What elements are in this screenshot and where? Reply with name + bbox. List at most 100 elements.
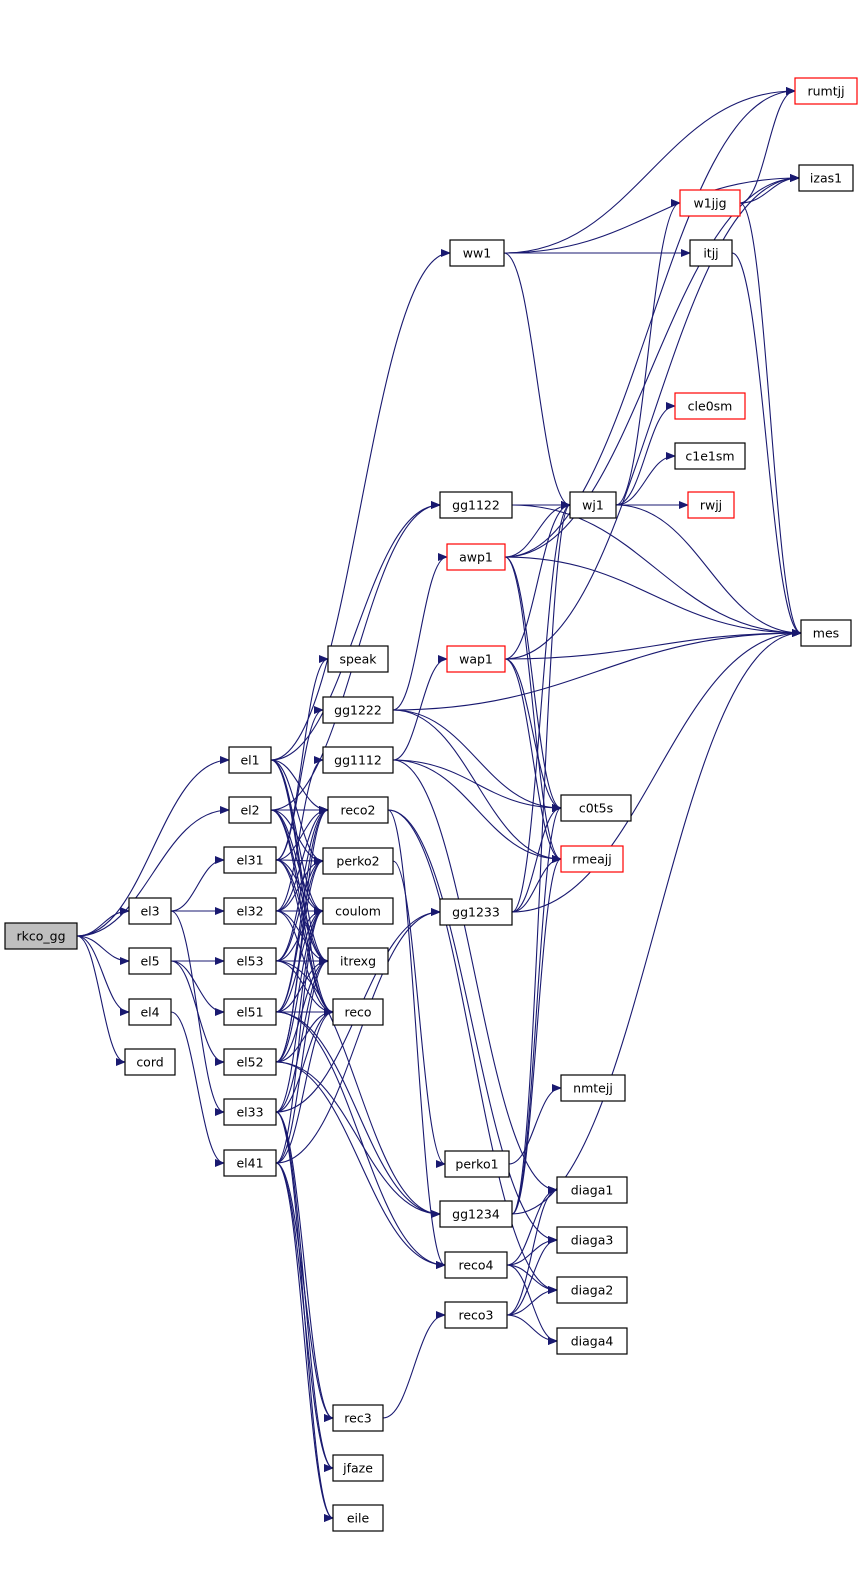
node-label-rec3: rec3 <box>344 1411 371 1426</box>
node-mes[interactable]: mes <box>800 619 852 647</box>
edge-gg1234-to-mes <box>511 629 802 1215</box>
node-eile[interactable]: eile <box>332 1504 384 1532</box>
node-itjj[interactable]: itjj <box>689 239 733 267</box>
node-el41[interactable]: el41 <box>223 1149 277 1177</box>
node-reco[interactable]: reco <box>332 998 384 1026</box>
node-cle0sm[interactable]: cle0sm <box>674 392 746 420</box>
node-cord[interactable]: cord <box>124 1048 176 1076</box>
edge-el5-to-el52 <box>170 960 225 1066</box>
node-el52[interactable]: el52 <box>223 1048 277 1076</box>
node-el1[interactable]: el1 <box>228 746 272 774</box>
node-box-perko1 <box>444 1150 510 1178</box>
edge-itjj-to-mes <box>731 252 802 637</box>
node-box-reco2 <box>327 796 389 824</box>
edge-gg1234-to-rmeajj <box>511 855 562 1215</box>
node-label-reco: reco <box>344 1005 371 1020</box>
edge-el3-to-el31 <box>170 856 225 912</box>
node-el3[interactable]: el3 <box>128 897 172 925</box>
node-perko1[interactable]: perko1 <box>444 1150 510 1178</box>
edge-el53-to-reco2 <box>275 806 329 962</box>
node-reco3[interactable]: reco3 <box>444 1301 508 1329</box>
node-label-itjj: itjj <box>703 246 718 261</box>
node-box-gg1233 <box>439 898 513 926</box>
node-el33[interactable]: el33 <box>223 1098 277 1126</box>
node-label-gg1233: gg1233 <box>452 905 500 920</box>
edge-ww1-to-rumtjj <box>503 87 796 254</box>
node-nmtejj[interactable]: nmtejj <box>560 1074 626 1102</box>
node-box-el31 <box>223 846 277 874</box>
edge-el51-to-perko2 <box>275 857 324 1013</box>
node-speak[interactable]: speak <box>327 645 389 673</box>
node-rec3[interactable]: rec3 <box>332 1404 384 1432</box>
node-el2[interactable]: el2 <box>228 796 272 824</box>
node-gg1233[interactable]: gg1233 <box>439 898 513 926</box>
node-el51[interactable]: el51 <box>223 998 277 1026</box>
node-el5[interactable]: el5 <box>128 947 172 975</box>
edge-el41-to-reco <box>275 1008 334 1164</box>
node-box-el3 <box>128 897 172 925</box>
node-box-el52 <box>223 1048 277 1076</box>
node-box-awp1 <box>446 543 506 571</box>
node-diaga1[interactable]: diaga1 <box>556 1176 628 1204</box>
node-rumtjj[interactable]: rumtjj <box>794 77 858 105</box>
node-label-diaga1: diaga1 <box>571 1183 614 1198</box>
node-reco2[interactable]: reco2 <box>327 796 389 824</box>
edge-wj1-to-w1jjg <box>615 199 681 506</box>
node-label-reco4: reco4 <box>458 1258 493 1273</box>
node-itrexg[interactable]: itrexg <box>327 947 389 975</box>
node-w1jjg[interactable]: w1jjg <box>679 189 741 217</box>
node-gg1234[interactable]: gg1234 <box>439 1200 513 1228</box>
node-wap1[interactable]: wap1 <box>446 645 506 673</box>
node-el31[interactable]: el31 <box>223 846 277 874</box>
node-wj1[interactable]: wj1 <box>569 491 617 519</box>
edge-el53-to-gg1234 <box>275 960 441 1218</box>
edge-el33-to-coulom <box>275 907 324 1113</box>
edge-el52-to-perko2 <box>275 857 324 1063</box>
node-label-el5: el5 <box>140 954 159 969</box>
edge-rkco_gg-to-el3 <box>76 907 130 937</box>
node-rkco_gg[interactable]: rkco_gg <box>4 922 78 950</box>
node-label-rwjj: rwjj <box>700 498 722 513</box>
edge-perko2-to-perko1 <box>392 860 446 1168</box>
node-diaga4[interactable]: diaga4 <box>556 1327 628 1355</box>
node-el32[interactable]: el32 <box>223 897 277 925</box>
edge-el41-to-coulom <box>275 907 324 1164</box>
node-gg1112[interactable]: gg1112 <box>322 746 394 774</box>
edge-wap1-to-wj1 <box>504 501 571 660</box>
node-label-gg1222: gg1222 <box>334 703 382 718</box>
node-c1e1sm[interactable]: c1e1sm <box>674 442 746 470</box>
edge-gg1222-to-awp1 <box>392 553 448 711</box>
node-label-el2: el2 <box>240 803 259 818</box>
edge-el33-to-rec3 <box>275 1111 334 1422</box>
edge-el52-to-reco2 <box>275 806 329 1063</box>
node-izas1[interactable]: izas1 <box>798 164 854 192</box>
node-box-gg1234 <box>439 1200 513 1228</box>
node-box-wj1 <box>569 491 617 519</box>
node-rmeajj[interactable]: rmeajj <box>560 845 624 873</box>
edge-awp1-to-mes <box>504 556 802 637</box>
edge-el41-to-itrexg <box>275 957 329 1164</box>
node-awp1[interactable]: awp1 <box>446 543 506 571</box>
node-label-c0t5s: c0t5s <box>579 801 613 816</box>
node-perko2[interactable]: perko2 <box>322 847 394 875</box>
node-gg1222[interactable]: gg1222 <box>322 696 394 724</box>
node-rwjj[interactable]: rwjj <box>687 491 735 519</box>
node-c0t5s[interactable]: c0t5s <box>560 794 632 822</box>
node-diaga2[interactable]: diaga2 <box>556 1276 628 1304</box>
node-jfaze[interactable]: jfaze <box>332 1454 384 1482</box>
node-reco4[interactable]: reco4 <box>444 1251 508 1279</box>
node-label-w1jjg: w1jjg <box>693 196 726 211</box>
edge-gg1112-to-c0t5s <box>392 759 562 812</box>
node-coulom[interactable]: coulom <box>322 897 394 925</box>
edge-wap1-to-izas1 <box>504 174 800 660</box>
node-label-eile: eile <box>347 1511 370 1526</box>
edge-reco3-to-diaga3 <box>506 1236 558 1316</box>
node-el4[interactable]: el4 <box>128 998 172 1026</box>
node-ww1[interactable]: ww1 <box>449 239 505 267</box>
node-box-el33 <box>223 1098 277 1126</box>
edge-w1jjg-to-izas1 <box>739 174 800 204</box>
node-gg1122[interactable]: gg1122 <box>439 491 513 519</box>
node-diaga3[interactable]: diaga3 <box>556 1226 628 1254</box>
node-layer: rkco_gg el1 el2 el3 el5 el4 cord el31 el32 el53 el… <box>4 77 858 1532</box>
node-el53[interactable]: el53 <box>223 947 277 975</box>
